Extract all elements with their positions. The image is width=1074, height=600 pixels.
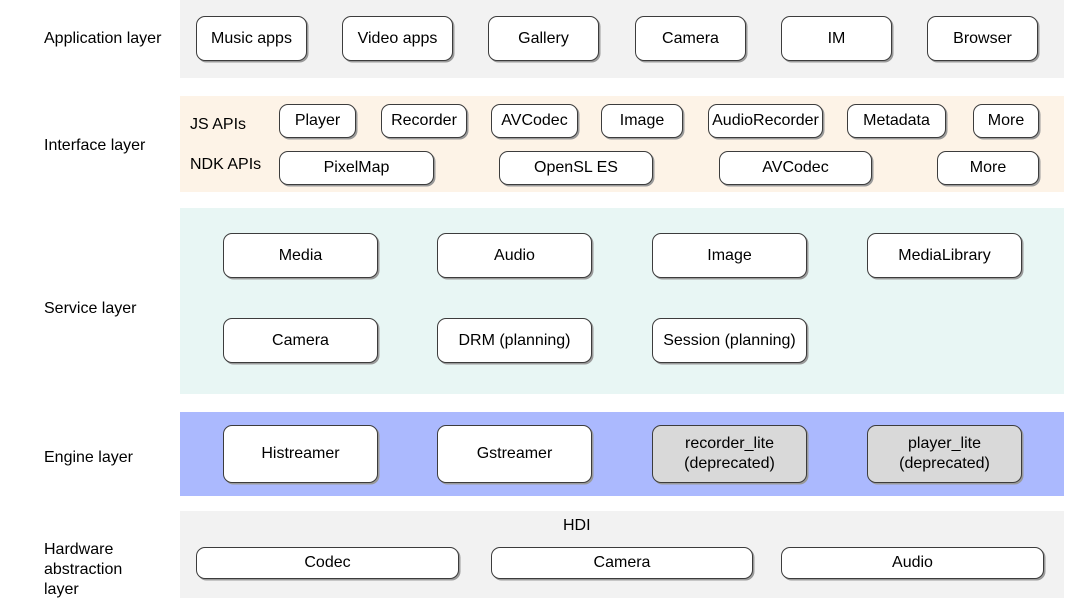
hardware-label-line-1: Hardware: [44, 541, 114, 558]
camera-hdi-box: Camera: [491, 547, 753, 579]
application-layer-band: [180, 0, 1064, 78]
music-apps-box: Music apps: [196, 16, 307, 61]
codec-hdi-box: Codec: [196, 547, 459, 579]
gallery-box: Gallery: [488, 16, 599, 61]
audio-hdi-box: Audio: [781, 547, 1044, 579]
service-layer-label: Service layer: [44, 300, 137, 317]
recorder-lite-box: recorder_lite (deprecated): [652, 425, 807, 483]
ndk-pixelmap-box: PixelMap: [279, 151, 434, 185]
ndk-more-box: More: [937, 151, 1039, 185]
player-lite-name: player_lite: [908, 435, 981, 452]
engine-layer-label: Engine layer: [44, 449, 133, 466]
camera-app-box: Camera: [635, 16, 746, 61]
recorder-lite-name: recorder_lite: [685, 435, 774, 452]
js-apis-label: JS APIs: [190, 116, 247, 133]
js-player-box: Player: [279, 104, 356, 138]
histreamer-box: Histreamer: [223, 425, 378, 483]
media-service-box: Media: [223, 233, 378, 278]
drm-service-box: DRM (planning): [437, 318, 592, 363]
camera-service-box: Camera: [223, 318, 378, 363]
js-avcodec-box: AVCodec: [491, 104, 578, 138]
im-box: IM: [781, 16, 892, 61]
image-service-box: Image: [652, 233, 807, 278]
hdi-label: HDI: [563, 517, 591, 534]
browser-box: Browser: [927, 16, 1038, 61]
gstreamer-box: Gstreamer: [437, 425, 592, 483]
hardware-label-line-3: layer: [44, 581, 79, 598]
session-service-box: Session (planning): [652, 318, 807, 363]
application-layer-label: Application layer: [44, 30, 162, 47]
recorder-lite-status: (deprecated): [684, 455, 775, 472]
audio-service-box: Audio: [437, 233, 592, 278]
js-image-box: Image: [601, 104, 683, 138]
player-lite-box: player_lite (deprecated): [867, 425, 1022, 483]
js-more-box: More: [973, 104, 1039, 138]
player-lite-status: (deprecated): [899, 455, 990, 472]
ndk-apis-label: NDK APIs: [190, 156, 262, 173]
ndk-opensl-es-box: OpenSL ES: [499, 151, 653, 185]
js-metadata-box: Metadata: [847, 104, 946, 138]
ndk-avcodec-box: AVCodec: [719, 151, 872, 185]
hardware-label-line-2: abstraction: [44, 561, 123, 578]
hardware-layer-label: Hardware abstraction layer: [44, 540, 122, 600]
interface-layer-label: Interface layer: [44, 137, 146, 154]
js-audiorecorder-box: AudioRecorder: [708, 104, 823, 138]
video-apps-box: Video apps: [342, 16, 453, 61]
js-recorder-box: Recorder: [381, 104, 467, 138]
medialibrary-service-box: MediaLibrary: [867, 233, 1022, 278]
